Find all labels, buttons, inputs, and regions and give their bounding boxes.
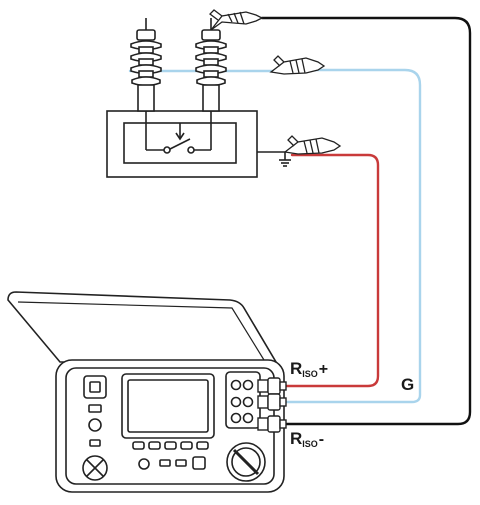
left-bushing bbox=[130, 18, 162, 112]
tester-lid bbox=[7, 291, 278, 363]
label-riso-minus-main: R bbox=[290, 429, 303, 448]
label-riso-minus: RISO- bbox=[290, 429, 325, 449]
label-riso-minus-sub: ISO bbox=[302, 439, 318, 449]
transformer bbox=[106, 18, 291, 178]
internal-switch bbox=[145, 111, 212, 154]
label-guard-text: G bbox=[401, 375, 415, 394]
label-riso-plus-sub: ISO bbox=[302, 369, 318, 379]
plug-guard bbox=[257, 393, 287, 411]
label-riso-minus-sign: - bbox=[318, 431, 325, 448]
clip-black-top bbox=[209, 9, 264, 31]
tester-display-screen bbox=[127, 379, 209, 433]
label-riso-plus-sign: + bbox=[318, 361, 329, 378]
label-riso-plus-main: R bbox=[290, 359, 303, 378]
black-lead-riso-minus bbox=[260, 16, 472, 426]
clip-blue-middle bbox=[269, 55, 326, 75]
terminal-block bbox=[225, 371, 261, 429]
tester-lid-inner bbox=[17, 301, 265, 361]
range-selector-knob bbox=[226, 442, 266, 482]
red-lead-riso-plus bbox=[283, 153, 380, 388]
label-guard: G bbox=[401, 376, 414, 394]
ground-terminal bbox=[257, 151, 291, 167]
plugs bbox=[257, 377, 287, 433]
plug-riso-minus bbox=[257, 415, 287, 433]
clip-red-bottom bbox=[283, 135, 342, 155]
insulation-tester bbox=[7, 291, 285, 493]
function-buttons bbox=[132, 441, 209, 470]
right-bushing bbox=[195, 18, 227, 112]
label-riso-plus: RISO+ bbox=[290, 359, 329, 379]
left-controls bbox=[82, 375, 108, 481]
